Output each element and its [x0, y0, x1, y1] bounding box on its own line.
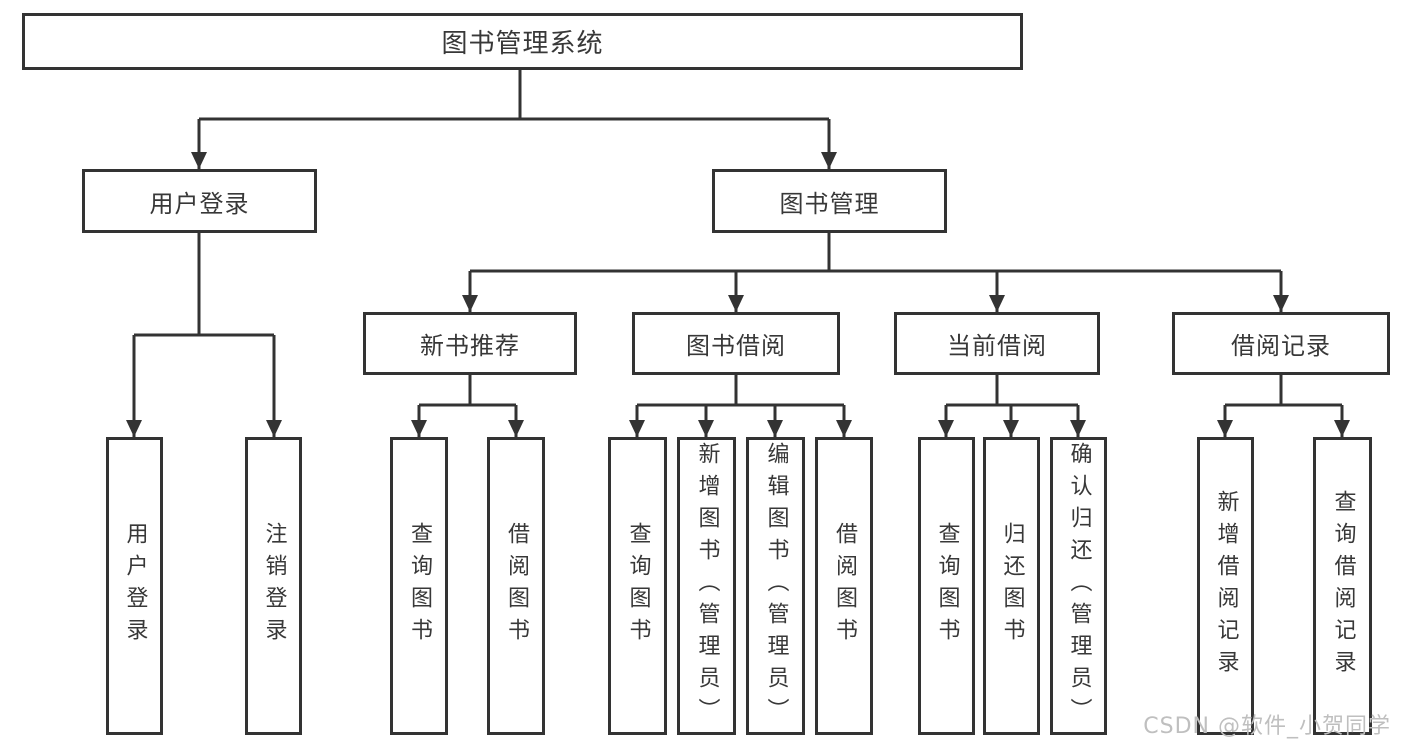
node-label: 用户登录 [149, 189, 250, 218]
leaf-query-books-borrowing: 查询图书 [608, 437, 667, 735]
node-label: 借阅记录 [1231, 332, 1331, 360]
connector-user-login-to-leaves [126, 233, 282, 437]
leaf-label: 用户登录 [122, 522, 148, 650]
leaf-label: 编辑图书（管理员） [763, 442, 789, 730]
leaf-label: 查询图书 [934, 522, 960, 650]
connector-book-management-to-level3 [462, 233, 1289, 312]
node-book-borrowing: 图书借阅 [632, 312, 840, 375]
leaf-label: 借阅图书 [504, 522, 529, 650]
leaf-logout: 注销登录 [245, 437, 302, 735]
node-current-borrowing: 当前借阅 [894, 312, 1100, 375]
node-label: 当前借阅 [947, 332, 1047, 360]
connector-root-to-level2 [191, 70, 837, 169]
connector-current-borrowing-to-leaves [938, 375, 1086, 437]
node-label: 图书借阅 [686, 332, 786, 360]
leaf-label: 新增借阅记录 [1213, 490, 1239, 682]
connector-book-borrowing-to-leaves [629, 375, 852, 437]
leaf-add-book-admin: 新增图书（管理员） [677, 437, 736, 735]
leaf-borrow-books-borrowing: 借阅图书 [815, 437, 873, 735]
node-new-book-recommendation: 新书推荐 [363, 312, 577, 375]
leaf-user-login: 用户登录 [106, 437, 163, 735]
leaf-label: 归还图书 [999, 522, 1025, 650]
node-label: 新书推荐 [420, 332, 520, 360]
leaf-return-book: 归还图书 [983, 437, 1040, 735]
leaf-label: 查询借阅记录 [1330, 490, 1356, 682]
leaf-label: 注销登录 [261, 522, 287, 650]
leaf-label: 查询图书 [625, 522, 651, 650]
leaf-borrow-books-recommend: 借阅图书 [487, 437, 545, 735]
node-library-management-system: 图书管理系统 [22, 13, 1023, 70]
leaf-label: 新增图书（管理员） [694, 442, 720, 730]
leaf-edit-book-admin: 编辑图书（管理员） [746, 437, 805, 735]
leaf-query-books-recommend: 查询图书 [390, 437, 448, 735]
leaf-add-borrow-record: 新增借阅记录 [1197, 437, 1254, 735]
connector-borrowing-records-to-leaves [1217, 375, 1350, 437]
node-label: 图书管理 [779, 189, 880, 218]
node-borrowing-records: 借阅记录 [1172, 312, 1390, 375]
connector-new-book-recommendation-to-leaves [411, 375, 524, 437]
leaf-query-borrow-record: 查询借阅记录 [1313, 437, 1372, 735]
leaf-label: 确认归还（管理员） [1066, 442, 1092, 730]
leaf-label: 查询图书 [407, 522, 432, 650]
node-user-login: 用户登录 [82, 169, 317, 233]
leaf-label: 借阅图书 [832, 522, 857, 650]
node-label: 图书管理系统 [441, 29, 604, 59]
leaf-confirm-return-admin: 确认归还（管理员） [1050, 437, 1107, 735]
leaf-query-books-current: 查询图书 [918, 437, 975, 735]
csdn-watermark: CSDN @软件_小贺同学 [1143, 714, 1391, 739]
node-book-management: 图书管理 [712, 169, 947, 233]
